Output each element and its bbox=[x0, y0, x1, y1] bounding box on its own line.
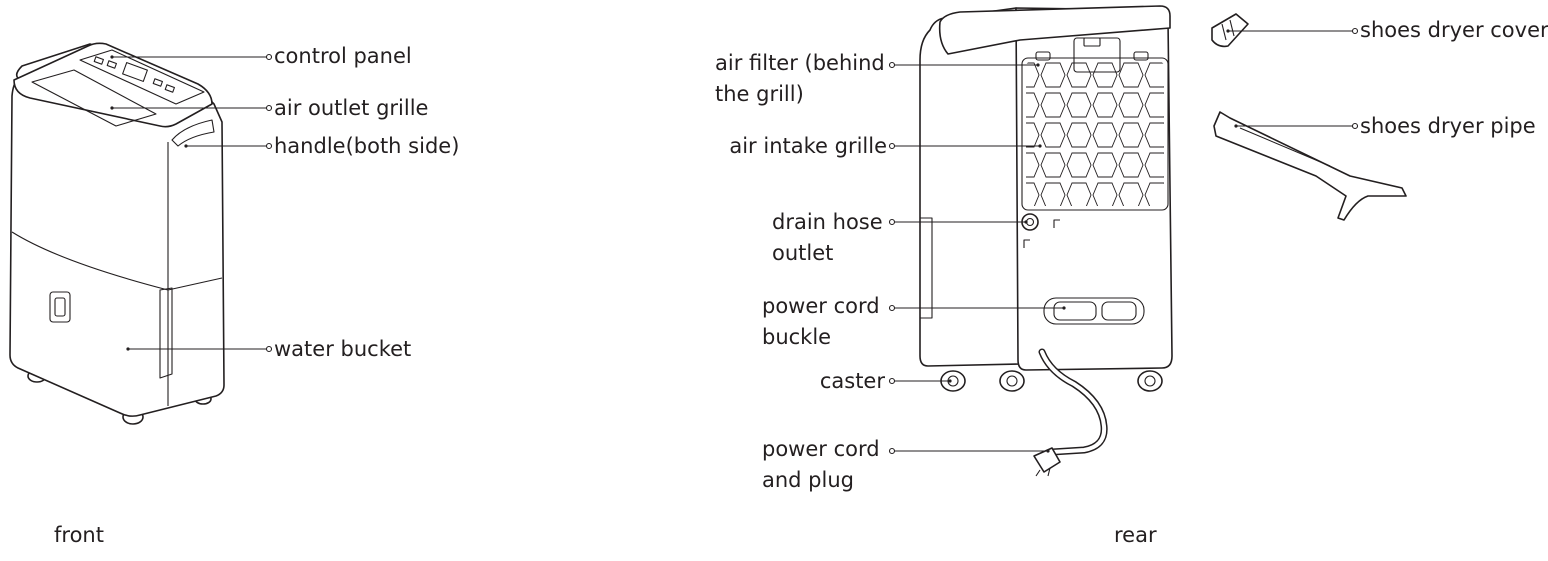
label-power-cord-buckle-line1: power cord bbox=[762, 294, 880, 318]
front-leader-lines bbox=[110, 53, 273, 353]
rear-dehumidifier-illustration bbox=[919, 5, 1173, 477]
label-power-cord-plug-line2: and plug bbox=[762, 468, 854, 492]
label-shoes-dryer-cover: shoes dryer cover bbox=[1360, 18, 1548, 42]
label-water-bucket: water bucket bbox=[274, 337, 411, 361]
label-power-cord-plug-line1: power cord bbox=[762, 437, 880, 461]
label-caster: caster bbox=[820, 369, 886, 393]
rear-leader-lines bbox=[888, 61, 1066, 455]
shoes-dryer-pipe-illustration bbox=[1213, 111, 1407, 221]
label-air-filter-line2: the grill) bbox=[715, 82, 804, 106]
label-shoes-dryer-pipe: shoes dryer pipe bbox=[1360, 114, 1536, 138]
label-air-intake-grille: air intake grille bbox=[729, 134, 887, 158]
label-drain-hose-line2: outlet bbox=[772, 241, 833, 265]
label-handle: handle(both side) bbox=[274, 134, 459, 158]
label-air-filter-line1: air filter (behind bbox=[715, 51, 885, 75]
front-dehumidifier-illustration bbox=[9, 42, 225, 425]
label-drain-hose-line1: drain hose bbox=[772, 210, 883, 234]
label-control-panel: control panel bbox=[274, 44, 412, 68]
label-power-cord-buckle-line2: buckle bbox=[762, 325, 831, 349]
caption-rear: rear bbox=[1114, 523, 1157, 547]
shoes-dryer-cover-illustration bbox=[1211, 13, 1359, 48]
label-air-outlet-grille: air outlet grille bbox=[274, 96, 428, 120]
caption-front: front bbox=[54, 523, 104, 547]
